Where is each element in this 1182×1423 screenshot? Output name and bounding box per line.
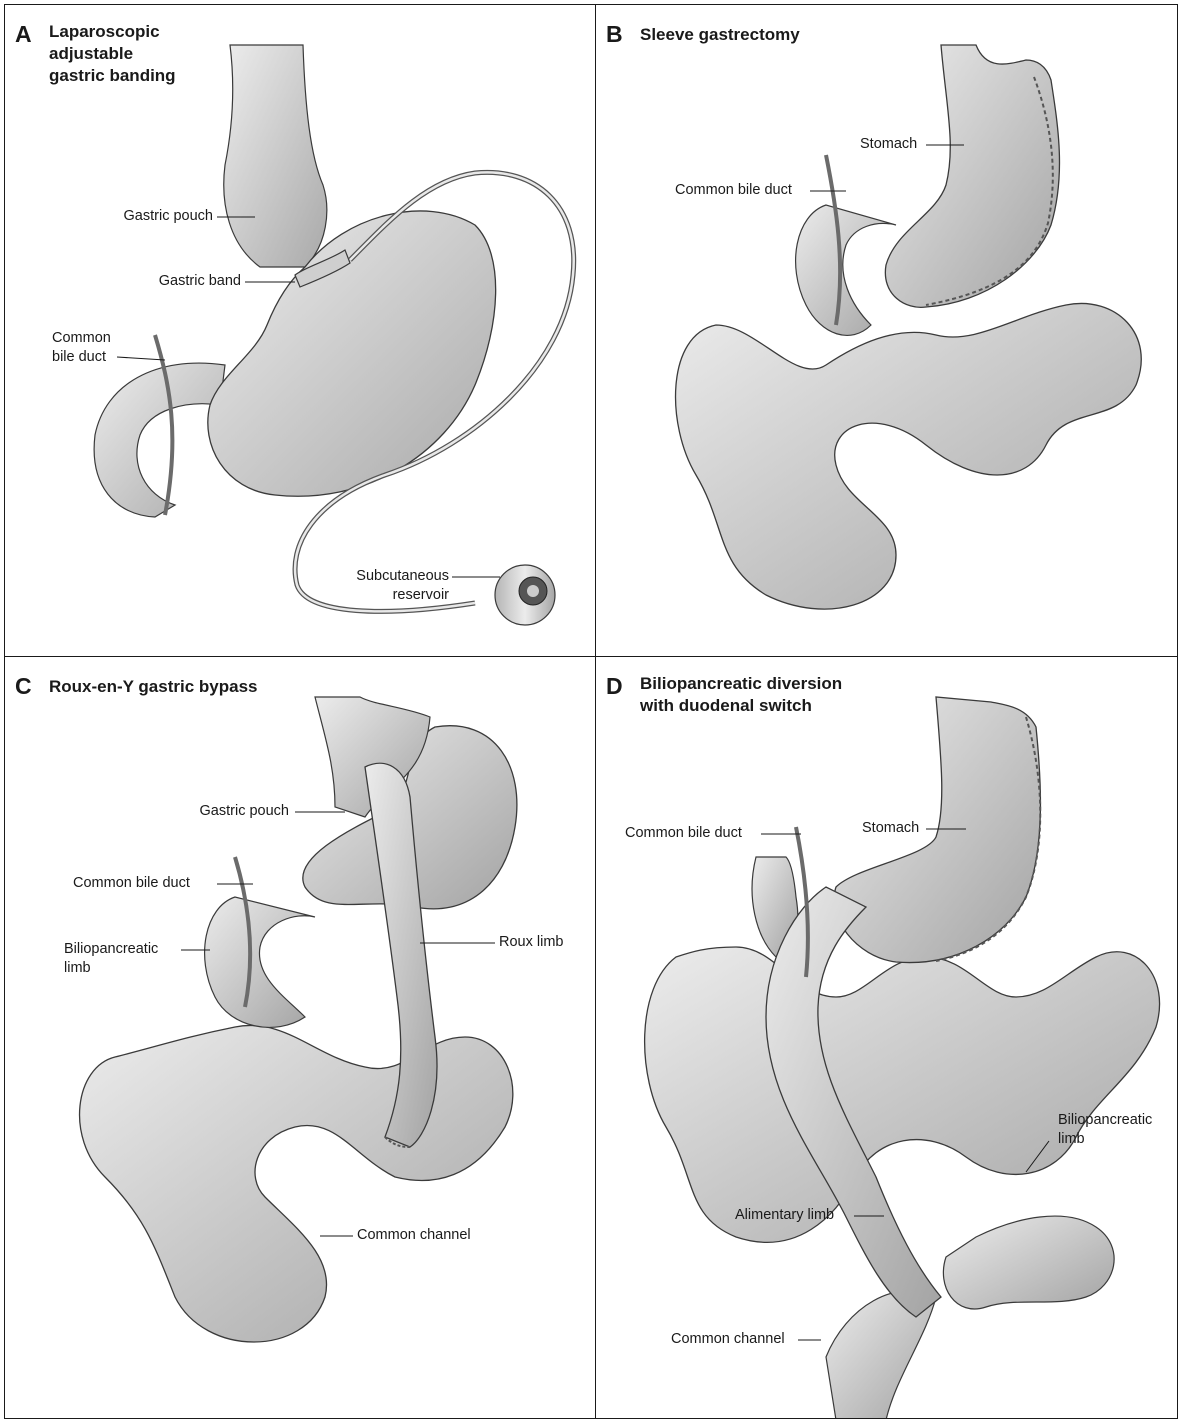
duodenum-shape	[796, 205, 896, 335]
small-intestine-shape	[80, 1025, 513, 1342]
label-subcutaneous-reservoir: Subcutaneous reservoir	[356, 567, 449, 605]
label-biliopancreatic-limb: Biliopancreatic limb	[64, 940, 158, 978]
esophagus-shape	[224, 45, 327, 267]
panel-b-sleeve-gastrectomy: B Sleeve gastrectomy Stomach Common bile…	[595, 4, 1178, 657]
small-intestine-shape	[676, 303, 1142, 609]
biliopancreatic-limb-shape	[205, 897, 315, 1027]
panel-d-title: Biliopancreatic diversion with duodenal …	[640, 673, 842, 717]
bile-duct-shape	[155, 335, 172, 515]
panel-b-illustration	[596, 5, 1178, 657]
panel-a-gastric-banding: A Laparoscopic adjustable gastric bandin…	[4, 4, 596, 657]
panel-c-title: Roux-en-Y gastric bypass	[49, 676, 257, 698]
panel-c-roux-en-y: C Roux-en-Y gastric bypass Gastric pouch…	[4, 656, 596, 1419]
label-stomach: Stomach	[862, 819, 919, 838]
sleeve-stomach-shape	[885, 45, 1059, 307]
label-common-bile-duct: Common bile duct	[52, 329, 111, 367]
label-common-bile-duct: Common bile duct	[625, 824, 742, 843]
panel-d-illustration	[596, 657, 1178, 1419]
panel-b-title: Sleeve gastrectomy	[640, 24, 800, 46]
label-common-bile-duct: Common bile duct	[73, 874, 190, 893]
label-biliopancreatic-limb: Biliopancreatic limb	[1058, 1111, 1152, 1149]
label-roux-limb: Roux limb	[499, 933, 563, 952]
label-alimentary-limb: Alimentary limb	[735, 1206, 834, 1225]
label-common-channel: Common channel	[357, 1226, 471, 1245]
panel-a-title: Laparoscopic adjustable gastric banding	[49, 21, 176, 87]
panel-d-letter: D	[606, 673, 623, 700]
duodenum-shape	[94, 363, 225, 517]
label-gastric-band: Gastric band	[159, 272, 241, 291]
panel-a-letter: A	[15, 21, 32, 48]
panel-c-letter: C	[15, 673, 32, 700]
panel-b-letter: B	[606, 21, 623, 48]
biliopancreatic-limb-shape	[943, 1216, 1114, 1309]
panel-c-illustration	[5, 657, 596, 1419]
label-gastric-pouch: Gastric pouch	[124, 207, 213, 226]
small-intestine-shape	[645, 947, 1160, 1242]
label-common-channel: Common channel	[671, 1330, 785, 1349]
label-gastric-pouch: Gastric pouch	[200, 802, 289, 821]
label-common-bile-duct: Common bile duct	[675, 181, 792, 200]
panel-d-duodenal-switch: D Biliopancreatic diversion with duodena…	[595, 656, 1178, 1419]
reservoir-port-shape	[495, 565, 555, 625]
label-stomach: Stomach	[860, 135, 917, 154]
